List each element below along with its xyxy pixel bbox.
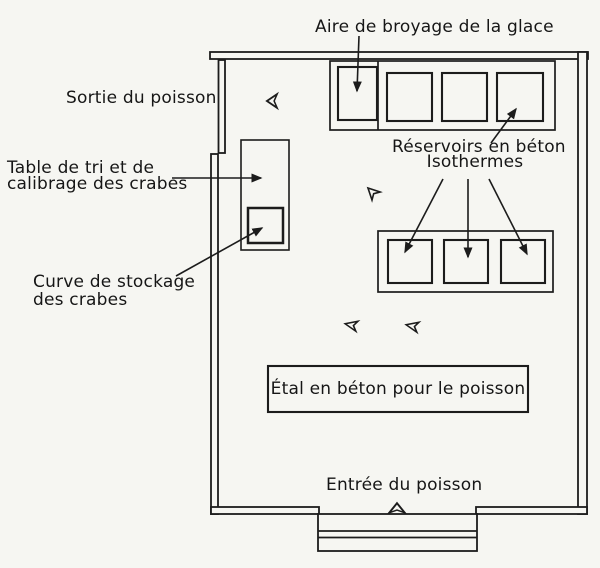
label-fish-stall: Étal en béton pour le poisson xyxy=(270,379,526,399)
fish-direction-icon xyxy=(343,320,361,334)
label-sorting-table-line1: Table de tri et de xyxy=(7,158,155,178)
wall-right xyxy=(577,51,588,515)
top-tank-3 xyxy=(495,71,545,123)
label-ice-crushing-area: Aire de broyage de la glace xyxy=(315,17,554,37)
top-tank-2 xyxy=(440,71,489,123)
middle-tank-2 xyxy=(442,238,490,285)
exit-door-partition xyxy=(217,59,226,154)
arrow-ice-area xyxy=(352,35,362,93)
arrow-tanks-top xyxy=(490,107,517,144)
fish-direction-icon xyxy=(386,501,408,515)
crab-storage-tank xyxy=(246,206,285,245)
entrance-porch xyxy=(317,513,478,552)
label-sorting-table-line2: calibrage des crabes xyxy=(7,173,188,194)
label-concrete-tanks: Réservoirs en béton Isothermes xyxy=(392,137,566,172)
top-tank-1 xyxy=(385,71,434,123)
wall-bottom-right xyxy=(475,506,588,515)
fish-direction-icon xyxy=(366,186,383,203)
label-concrete-tanks-line2: Isothermes xyxy=(426,152,524,172)
arrow-tanks-right xyxy=(488,178,528,256)
middle-tank-bank-outline xyxy=(377,230,554,293)
wall-left xyxy=(210,153,219,515)
label-fish-exit: Sortie du poisson xyxy=(66,88,217,108)
middle-tank-1 xyxy=(386,238,434,285)
wall-bottom-left xyxy=(210,506,320,515)
fish-stall-outline xyxy=(266,364,530,414)
middle-tank-3 xyxy=(499,238,547,285)
fish-direction-icon xyxy=(404,321,422,335)
label-crab-storage-line2: des crabes xyxy=(33,289,128,310)
sorting-table-outline xyxy=(240,139,290,251)
label-fish-entrance: Entrée du poisson xyxy=(326,475,483,495)
label-crab-storage-line1: Curve de stockage xyxy=(33,272,196,292)
label-crab-storage: Curve de stockage des crabes xyxy=(33,272,196,310)
top-tank-bank-outline xyxy=(329,60,556,131)
fish-direction-icon xyxy=(265,91,279,111)
label-concrete-tanks-line1: Réservoirs en béton xyxy=(392,137,566,157)
label-sorting-table: Table de tri et de calibrage des crabes xyxy=(7,158,188,194)
arrow-tanks-left xyxy=(404,178,444,254)
wall-top xyxy=(209,51,589,60)
arrow-crab-storage xyxy=(175,227,264,277)
